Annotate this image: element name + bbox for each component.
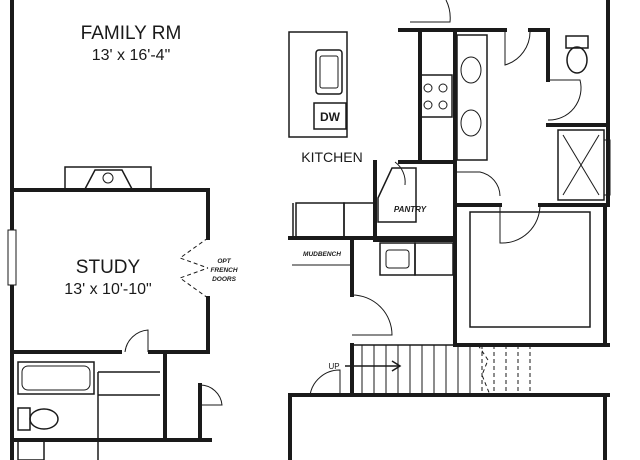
bathtub: [17, 361, 95, 460]
mudbench-label: MUDBENCH: [303, 251, 341, 258]
dishwasher-label: DW: [320, 110, 341, 124]
fireplace: [64, 166, 152, 190]
kitchen-label: KITCHEN: [301, 149, 362, 165]
pantry: [377, 167, 417, 223]
shower: [557, 129, 611, 201]
cooktop: [419, 74, 453, 118]
pantry-label: PANTRY: [394, 205, 427, 214]
family-room-name: FAMILY RM: [81, 23, 182, 44]
doors: [124, 0, 582, 406]
bath-vanity: [456, 34, 488, 161]
french-doors-label-line1: OPT: [217, 258, 231, 265]
staircase: UP: [328, 344, 545, 396]
toilet-lower: [17, 407, 59, 431]
french-doors-label-line3: DOORS: [212, 276, 237, 283]
stairs-up-label: UP: [328, 362, 339, 371]
study-size: 13' x 10'-10": [64, 281, 151, 298]
toilet-upper: [565, 35, 589, 74]
study-name: STUDY: [76, 257, 141, 278]
french-doors-label-line2: FRENCH: [210, 267, 237, 274]
kitchen-island: DW: [288, 31, 348, 138]
french-doors: [178, 237, 209, 299]
family-room-size: 13' x 16'-4": [92, 47, 171, 64]
closet: [469, 211, 591, 328]
kitchen-counters: [292, 202, 454, 276]
